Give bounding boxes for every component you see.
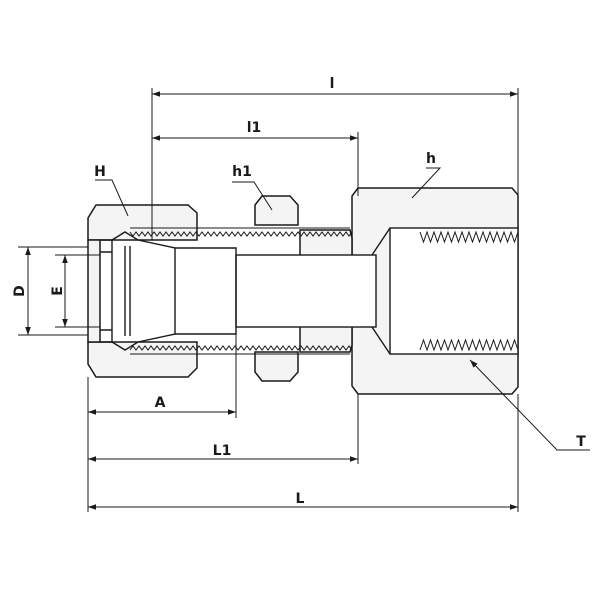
label-L1: L1 xyxy=(213,443,232,459)
labels: l l1 h h1 H D E A L1 L T xyxy=(12,76,586,507)
label-l1: l1 xyxy=(247,120,262,136)
label-E: E xyxy=(50,286,66,296)
label-A: A xyxy=(155,395,166,411)
thread-right xyxy=(419,230,519,352)
label-D: D xyxy=(12,285,28,297)
label-H: H xyxy=(94,164,106,180)
ferrule xyxy=(100,231,237,351)
leader-lines xyxy=(95,167,590,451)
label-h: h xyxy=(426,151,436,167)
nut-H xyxy=(87,204,198,378)
label-T: T xyxy=(576,434,586,450)
extension-lines xyxy=(18,88,519,512)
dimension-lines xyxy=(25,91,518,510)
thread-upper xyxy=(129,227,353,237)
hex-h1 xyxy=(254,195,299,382)
label-L: L xyxy=(296,491,305,507)
thread-lower xyxy=(129,345,353,355)
center-bore xyxy=(235,254,377,328)
label-l: l xyxy=(330,76,335,92)
label-h1: h1 xyxy=(232,164,252,180)
